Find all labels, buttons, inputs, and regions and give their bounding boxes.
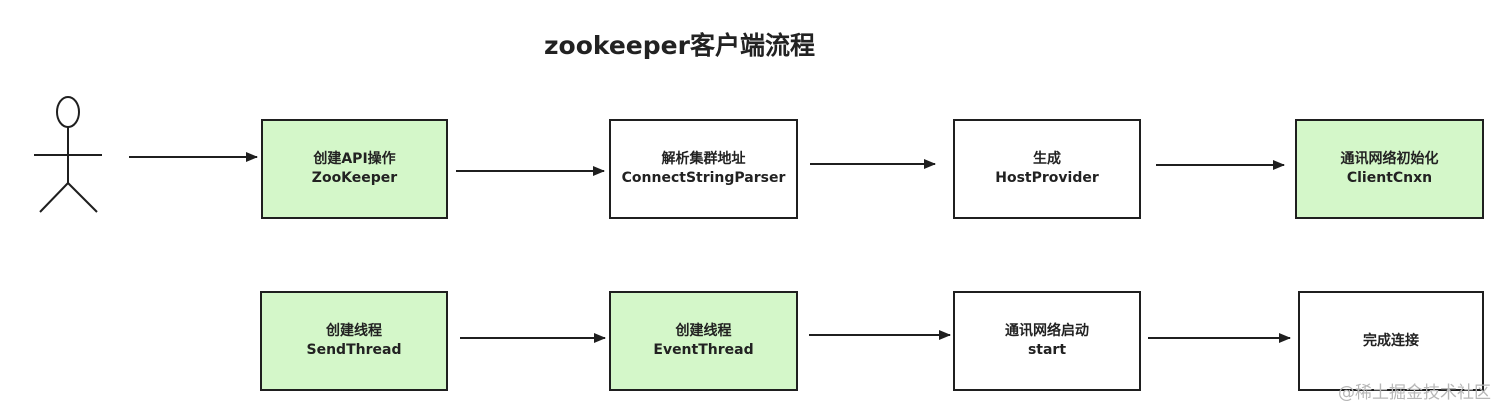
node-label-en: HostProvider (995, 170, 1099, 186)
node-label-en: EventThread (653, 342, 754, 358)
node-label-cn: 通讯网络启动 (1005, 323, 1089, 339)
node-parse-address: 解析集群地址 ConnectStringParser (609, 119, 798, 219)
diagram-title: zookeeper客户端流程 (544, 31, 815, 60)
node-create-send-thread: 创建线程 SendThread (260, 291, 448, 391)
node-label-en: start (1027, 342, 1067, 358)
node-create-api: 创建API操作 ZooKeeper (261, 119, 448, 219)
actor-stick-figure-icon (34, 96, 102, 213)
node-generate-provider: 生成 HostProvider (953, 119, 1141, 219)
node-init-network: 通讯网络初始化 ClientCnxn (1295, 119, 1484, 219)
node-label-en: ConnectStringParser (621, 170, 786, 186)
node-label-cn: 创建API操作 (313, 151, 396, 167)
watermark: @稀土掘金技术社区 (1338, 383, 1491, 403)
node-label-cn: 解析集群地址 (661, 151, 746, 167)
node-label-cn: 完成连接 (1363, 332, 1419, 349)
node-start-network: 通讯网络启动 start (953, 291, 1141, 391)
node-label-en: ZooKeeper (311, 170, 398, 186)
node-create-event-thread: 创建线程 EventThread (609, 291, 798, 391)
node-label-cn: 生成 (1033, 151, 1061, 167)
node-label-en: ClientCnxn (1346, 170, 1433, 186)
node-label-en: SendThread (306, 342, 402, 358)
node-label-cn: 通讯网络初始化 (1340, 151, 1439, 167)
node-label-cn: 创建线程 (326, 323, 382, 339)
node-label-cn: 创建线程 (675, 323, 732, 339)
node-connection-complete: 完成连接 (1298, 291, 1484, 391)
